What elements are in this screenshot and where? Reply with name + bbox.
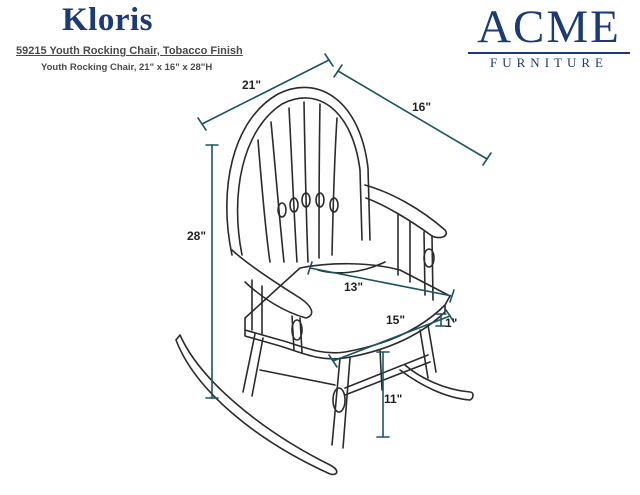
dimension-seat-width-label: 15" (386, 313, 406, 327)
seat-width-dimension-line (332, 315, 451, 362)
dimension-seat-depth-label: 13" (344, 280, 364, 294)
dimension-seat-height-label: 11" (384, 392, 403, 406)
brand-name: ACME (477, 1, 621, 53)
brand-divider (468, 52, 630, 54)
dimension-height-label: 28" (187, 229, 207, 243)
product-name: 59215 Youth Rocking Chair, Tobacco Finis… (16, 45, 243, 57)
brand-subtitle: FURNITURE (490, 54, 608, 70)
dimension-depth-label: 16" (412, 100, 432, 114)
dimension-width-label: 21" (242, 78, 262, 92)
chair-illustration (175, 86, 474, 476)
width-dimension-line (201, 59, 330, 125)
brand-logo: ACME FURNITURE (468, 4, 630, 69)
depth-dimension-line (337, 70, 488, 160)
product-description: Youth Rocking Chair, 21" x 16" x 28"H (41, 62, 213, 73)
dimension-lines (197, 53, 492, 438)
seat-depth-dimension-line (309, 267, 453, 297)
dimension-seat-thickness-label: 1" (445, 316, 458, 330)
product-title: Kloris (62, 2, 153, 38)
